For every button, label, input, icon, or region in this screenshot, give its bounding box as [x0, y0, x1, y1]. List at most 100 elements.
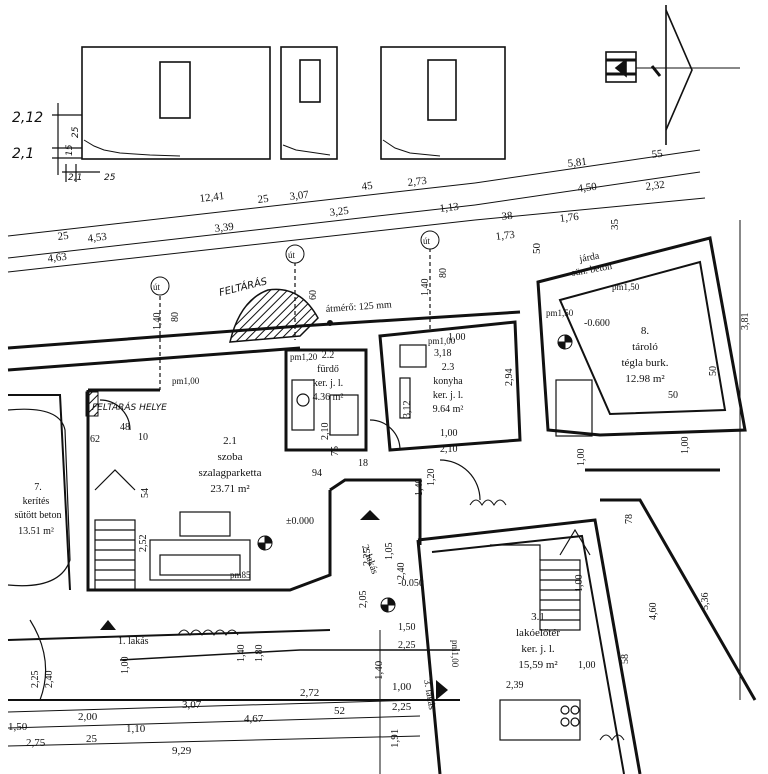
- sidewalk-material: sün. beton: [571, 261, 613, 279]
- dimension-label: tároló: [632, 341, 658, 353]
- dimension-label: lakóelőtér: [516, 627, 560, 639]
- dimension-label: 1,10: [126, 723, 146, 735]
- shrub-icons: [177, 499, 625, 741]
- dimension-label: 4,53: [87, 231, 108, 245]
- dimension-label: 3,81: [740, 313, 751, 331]
- dimension-label: 1,05: [384, 543, 395, 561]
- dimension-label: 2,25: [392, 701, 412, 713]
- level-flat3: -0.050: [398, 578, 424, 589]
- dimension-label: 1,00: [574, 575, 585, 593]
- dimension-label: 78: [624, 514, 635, 524]
- dimension-label: 1,00: [392, 681, 412, 693]
- window-opening-1: [159, 61, 191, 119]
- pm-label-3: pm1,50: [612, 282, 640, 292]
- dimension-label: 9,29: [172, 745, 192, 757]
- dimension-label: 1,40: [373, 660, 385, 680]
- dimension-label: tégla burk.: [621, 357, 668, 369]
- section-box-2: [280, 46, 338, 160]
- dimension-lines-bottom: [7, 699, 421, 747]
- room-2-3-label: 2.3 konyha ker. j. l. 9.64 m²: [433, 362, 464, 415]
- north-arrow-icon: [605, 5, 740, 145]
- pm-label-6: pm1,00: [428, 336, 456, 346]
- dimension-lines-top: [7, 149, 706, 273]
- dimension-label: 2,40: [44, 671, 55, 689]
- dimension-label: 1,73: [495, 229, 516, 243]
- axis-circle-icons: [150, 230, 440, 296]
- dimension-label: 8.: [641, 325, 650, 337]
- dimension-label: kerítés: [23, 496, 50, 507]
- section-details: [52, 46, 506, 182]
- dimension-label: szalagparketta: [199, 467, 262, 479]
- dimension-label: 1,20: [426, 469, 437, 487]
- pm-label-5: pm85: [230, 570, 251, 580]
- dimension-label: 1,00: [578, 660, 596, 671]
- window-opening-2: [299, 59, 321, 103]
- dimension-label: 35: [609, 219, 621, 231]
- dimension-label: 1,50: [8, 721, 28, 733]
- hand-dim-bottom: 2,1: [68, 173, 82, 183]
- dimension-label: 13.51 m²: [18, 526, 54, 537]
- hand-level-a: 2,12: [12, 110, 43, 126]
- dimension-label: 2,10: [440, 444, 458, 455]
- room-7-label: 7. kerítés sütött beton 13.51 m²: [15, 482, 62, 537]
- axis-label-1: út: [153, 282, 161, 292]
- dimension-label: 1,80: [254, 645, 265, 663]
- dimension-label: 1,40: [236, 645, 247, 663]
- dimension-label: 25: [57, 230, 70, 243]
- dimension-label: 2.1: [223, 435, 237, 447]
- dimension-label: 2,00: [78, 711, 98, 723]
- dot-marker-icon: [327, 320, 333, 326]
- axis-label-2: út: [288, 250, 296, 260]
- room-3-1-label: 3.1 lakóelőtér ker. j. l. 15,59 m²: [516, 611, 560, 671]
- dimension-label: 2,39: [506, 680, 524, 691]
- dimension-label: 2,05: [358, 591, 369, 609]
- dimension-label: 2.3: [442, 362, 455, 373]
- section-box-3: [380, 46, 506, 160]
- dimension-label: 58: [620, 654, 631, 664]
- dimension-label: 2,72: [300, 687, 319, 699]
- room-48-label: 48: [120, 422, 130, 433]
- dimension-label: 1,00: [680, 437, 691, 455]
- sidewalk-label: járda: [578, 251, 601, 266]
- section-box-1: [81, 46, 271, 160]
- dimension-label: 3,39: [214, 221, 235, 235]
- hand-dim-15: 15: [65, 144, 75, 156]
- hand-dim-25: 25: [71, 126, 81, 138]
- dimension-label: 2,52: [138, 535, 149, 553]
- dimension-label: 1,91: [389, 729, 401, 748]
- dimension-label: 50: [531, 243, 543, 255]
- dimension-label: ker. j. l.: [521, 643, 555, 655]
- dimension-label: 80: [438, 268, 449, 278]
- dimension-label: 2,25: [30, 671, 41, 689]
- dimension-label: 60: [308, 290, 319, 300]
- dimension-label: 3,07: [289, 189, 310, 203]
- dimension-label: 10: [138, 432, 148, 443]
- hand-dim-bottom2: 25: [104, 173, 116, 183]
- dimension-label: szoba: [217, 451, 242, 463]
- dimension-label: 5,36: [700, 593, 711, 611]
- level-storage: -0.600: [584, 318, 610, 329]
- dimension-label: 4.36 m²: [313, 392, 344, 403]
- dimension-label: 1,40: [420, 279, 431, 297]
- dimension-label: 1,00: [440, 428, 458, 439]
- dimension-label: 1,00: [120, 657, 131, 675]
- hatched-excavation-area: [229, 288, 319, 343]
- dimension-label: 2,32: [645, 179, 666, 193]
- hand-level-b: 2,1: [12, 146, 34, 162]
- dimension-label: fürdő: [317, 364, 339, 375]
- entry-arrow-icons: [100, 510, 448, 700]
- pm-label-2: pm1,20: [290, 352, 318, 362]
- dimension-label: 75: [330, 446, 341, 456]
- dimension-label: 9.64 m²: [433, 404, 464, 415]
- dimension-label: 50: [668, 390, 678, 401]
- dimension-label: 62: [90, 434, 100, 445]
- dimension-label: ker. j. l.: [433, 390, 463, 401]
- interior-details: [7, 220, 741, 774]
- pm-label-1: pm1,00: [172, 376, 200, 386]
- level-zero: ±0.000: [286, 516, 314, 527]
- dimension-label: 2,73: [407, 175, 428, 189]
- hand-note-left: FELTÁRÁS HELYE: [92, 401, 167, 413]
- room-8-label: 8. tároló tégla burk. 12.98 m²: [621, 325, 668, 385]
- dimension-label: 3,25: [329, 205, 350, 219]
